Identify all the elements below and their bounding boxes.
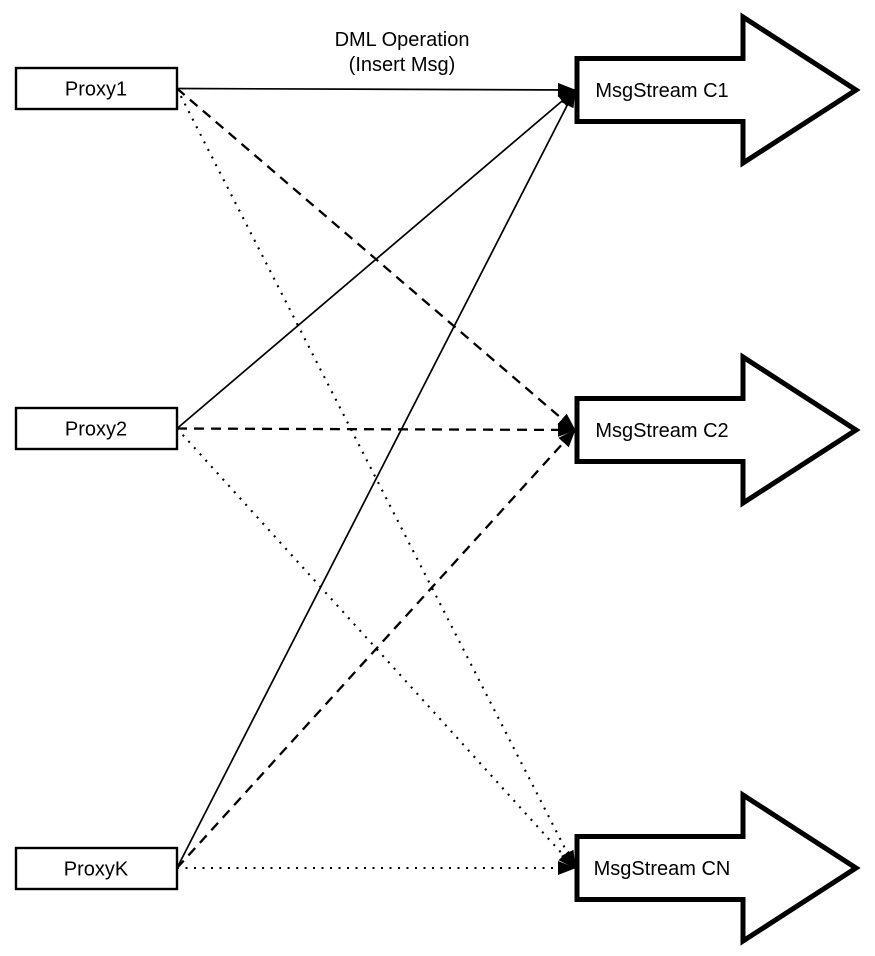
msgstream-cn-arrow-shape — [574, 790, 861, 946]
edge-proxy2-cn — [176, 427, 576, 869]
proxy1-box — [14, 66, 179, 111]
node-msgstream-c2: MsgStream C2 — [574, 352, 861, 508]
dml-operation-label-line1: DML Operation — [335, 29, 470, 51]
msgstream-c2-arrow-shape — [574, 352, 861, 508]
edge-proxyk-c2 — [176, 429, 576, 869]
node-msgstream-cn: MsgStream CN — [574, 790, 861, 946]
edges-layer — [176, 82, 576, 875]
edge-proxy1-cn — [176, 88, 576, 869]
msgstream-c1-label: MsgStream C1 — [595, 80, 728, 102]
msgstream-c1-arrow-shape — [574, 12, 861, 168]
msgstream-c2-label: MsgStream C2 — [595, 420, 728, 442]
edge-proxyk-c1 — [176, 89, 576, 869]
edge-proxy1-c1 — [176, 82, 576, 97]
node-msgstream-c1: MsgStream C1 — [574, 12, 861, 168]
dml-operation-label-line2: (Insert Msg) — [349, 54, 456, 76]
proxy1-label: Proxy1 — [65, 79, 127, 101]
proxy2-label: Proxy2 — [65, 419, 127, 441]
edge-proxy2-c2 — [176, 422, 576, 437]
node-proxy2: Proxy2 — [14, 406, 179, 451]
proxyk-label: ProxyK — [64, 859, 129, 881]
node-proxyk: ProxyK — [14, 846, 179, 891]
node-proxy1: Proxy1 — [14, 66, 179, 111]
dml-operation-label: DML Operation (Insert Msg) — [335, 29, 470, 76]
msgstream-cn-label: MsgStream CN — [594, 858, 731, 880]
proxy2-box — [14, 406, 179, 451]
edge-proxy1-c2 — [176, 87, 576, 431]
proxyk-box — [14, 846, 179, 891]
